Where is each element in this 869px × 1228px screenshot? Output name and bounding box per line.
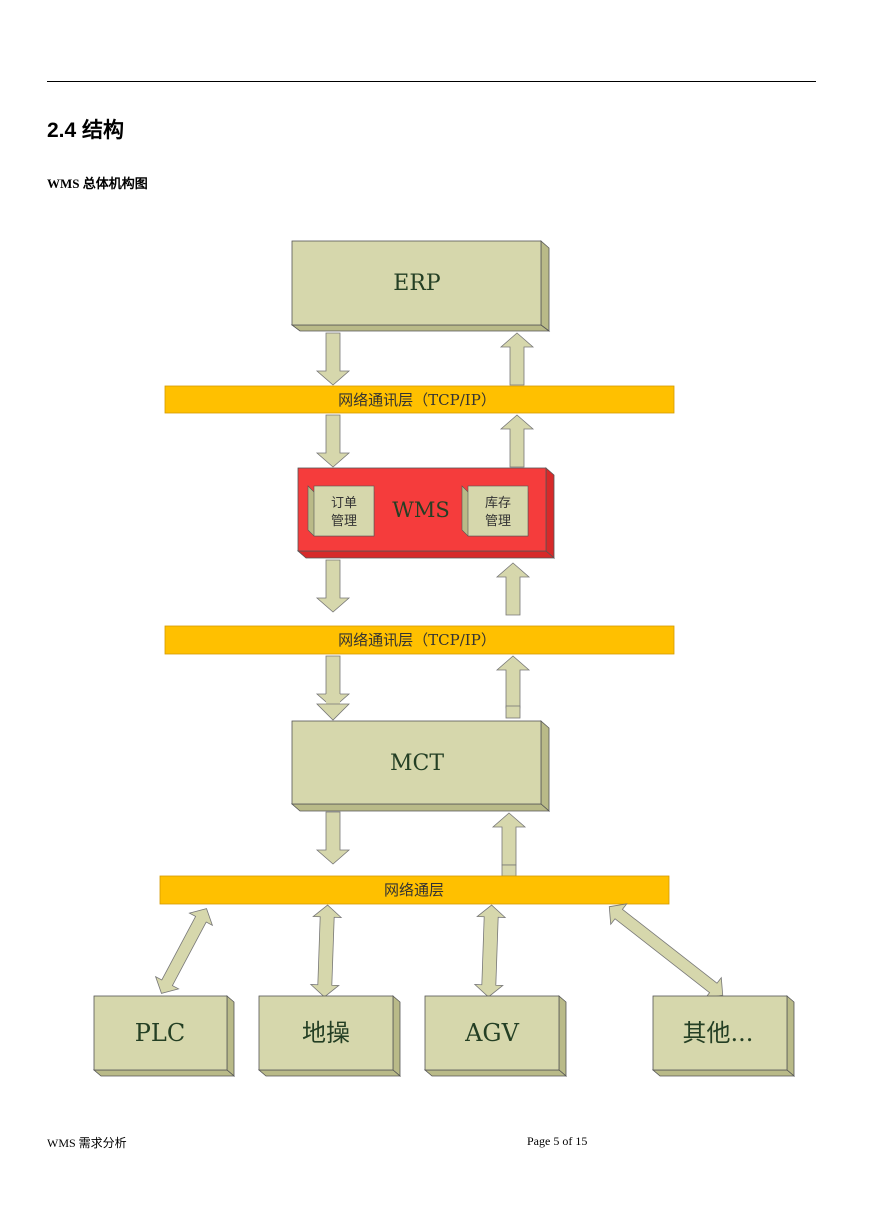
device-agv-label: AGV (464, 1019, 520, 1047)
network-layer-2: 网络通讯层（TCP/IP） (164, 625, 675, 655)
down-arrow (316, 811, 350, 865)
bidirectional-arrow (608, 903, 724, 999)
device-manual-label: 地操 (302, 1019, 350, 1047)
bidirectional-arrow (309, 904, 343, 998)
network-layer-1-label: 网络通讯层（TCP/IP） (338, 391, 496, 409)
figure-caption: WMS 总体机构图 (47, 176, 148, 191)
erp-box: ERP (290, 240, 551, 332)
wms-box: WMS 订单 管理 库存 管理 (296, 467, 556, 559)
bidirectional-arrow (473, 904, 507, 998)
header-rule (47, 81, 816, 82)
footer-document-title: WMS 需求分析 (47, 1136, 127, 1150)
device-agv-box: AGV (423, 995, 568, 1077)
down-arrow (316, 332, 350, 386)
up-arrow (496, 562, 530, 616)
network-layer-1: 网络通讯层（TCP/IP） (164, 385, 675, 414)
network-layer-3-label: 网络通层 (384, 881, 444, 899)
order-management-line2: 管理 (331, 514, 357, 529)
bidirectional-arrow (154, 908, 214, 994)
network-layer-3: 网络通层 (159, 875, 670, 905)
up-arrow (500, 332, 534, 386)
mct-label: MCT (390, 751, 444, 776)
order-management-line1: 订单 (331, 496, 357, 511)
inventory-management-box: 库存 管理 (461, 485, 529, 537)
inventory-management-line2: 管理 (485, 514, 511, 529)
up-arrow (500, 414, 534, 468)
wms-label: WMS (392, 498, 449, 522)
network-layer-2-label: 网络通讯层（TCP/IP） (338, 631, 496, 649)
inventory-management-line1: 库存 (485, 495, 511, 511)
device-other-box: 其他... (651, 995, 796, 1077)
footer-page-number: Page 5 of 15 (527, 1134, 588, 1148)
device-manual-box: 地操 (257, 995, 402, 1077)
section-heading: 2.4 结构 (47, 119, 125, 142)
mct-box: MCT (290, 720, 551, 812)
erp-label: ERP (393, 271, 441, 296)
down-arrow (316, 559, 350, 613)
device-other-label: 其他... (683, 1019, 754, 1047)
device-plc-box: PLC (92, 995, 236, 1077)
up-arrow (492, 812, 526, 866)
device-plc-label: PLC (135, 1019, 185, 1047)
order-management-box: 订单 管理 (307, 485, 375, 537)
down-arrow (316, 414, 350, 468)
up-arrow (496, 655, 530, 709)
